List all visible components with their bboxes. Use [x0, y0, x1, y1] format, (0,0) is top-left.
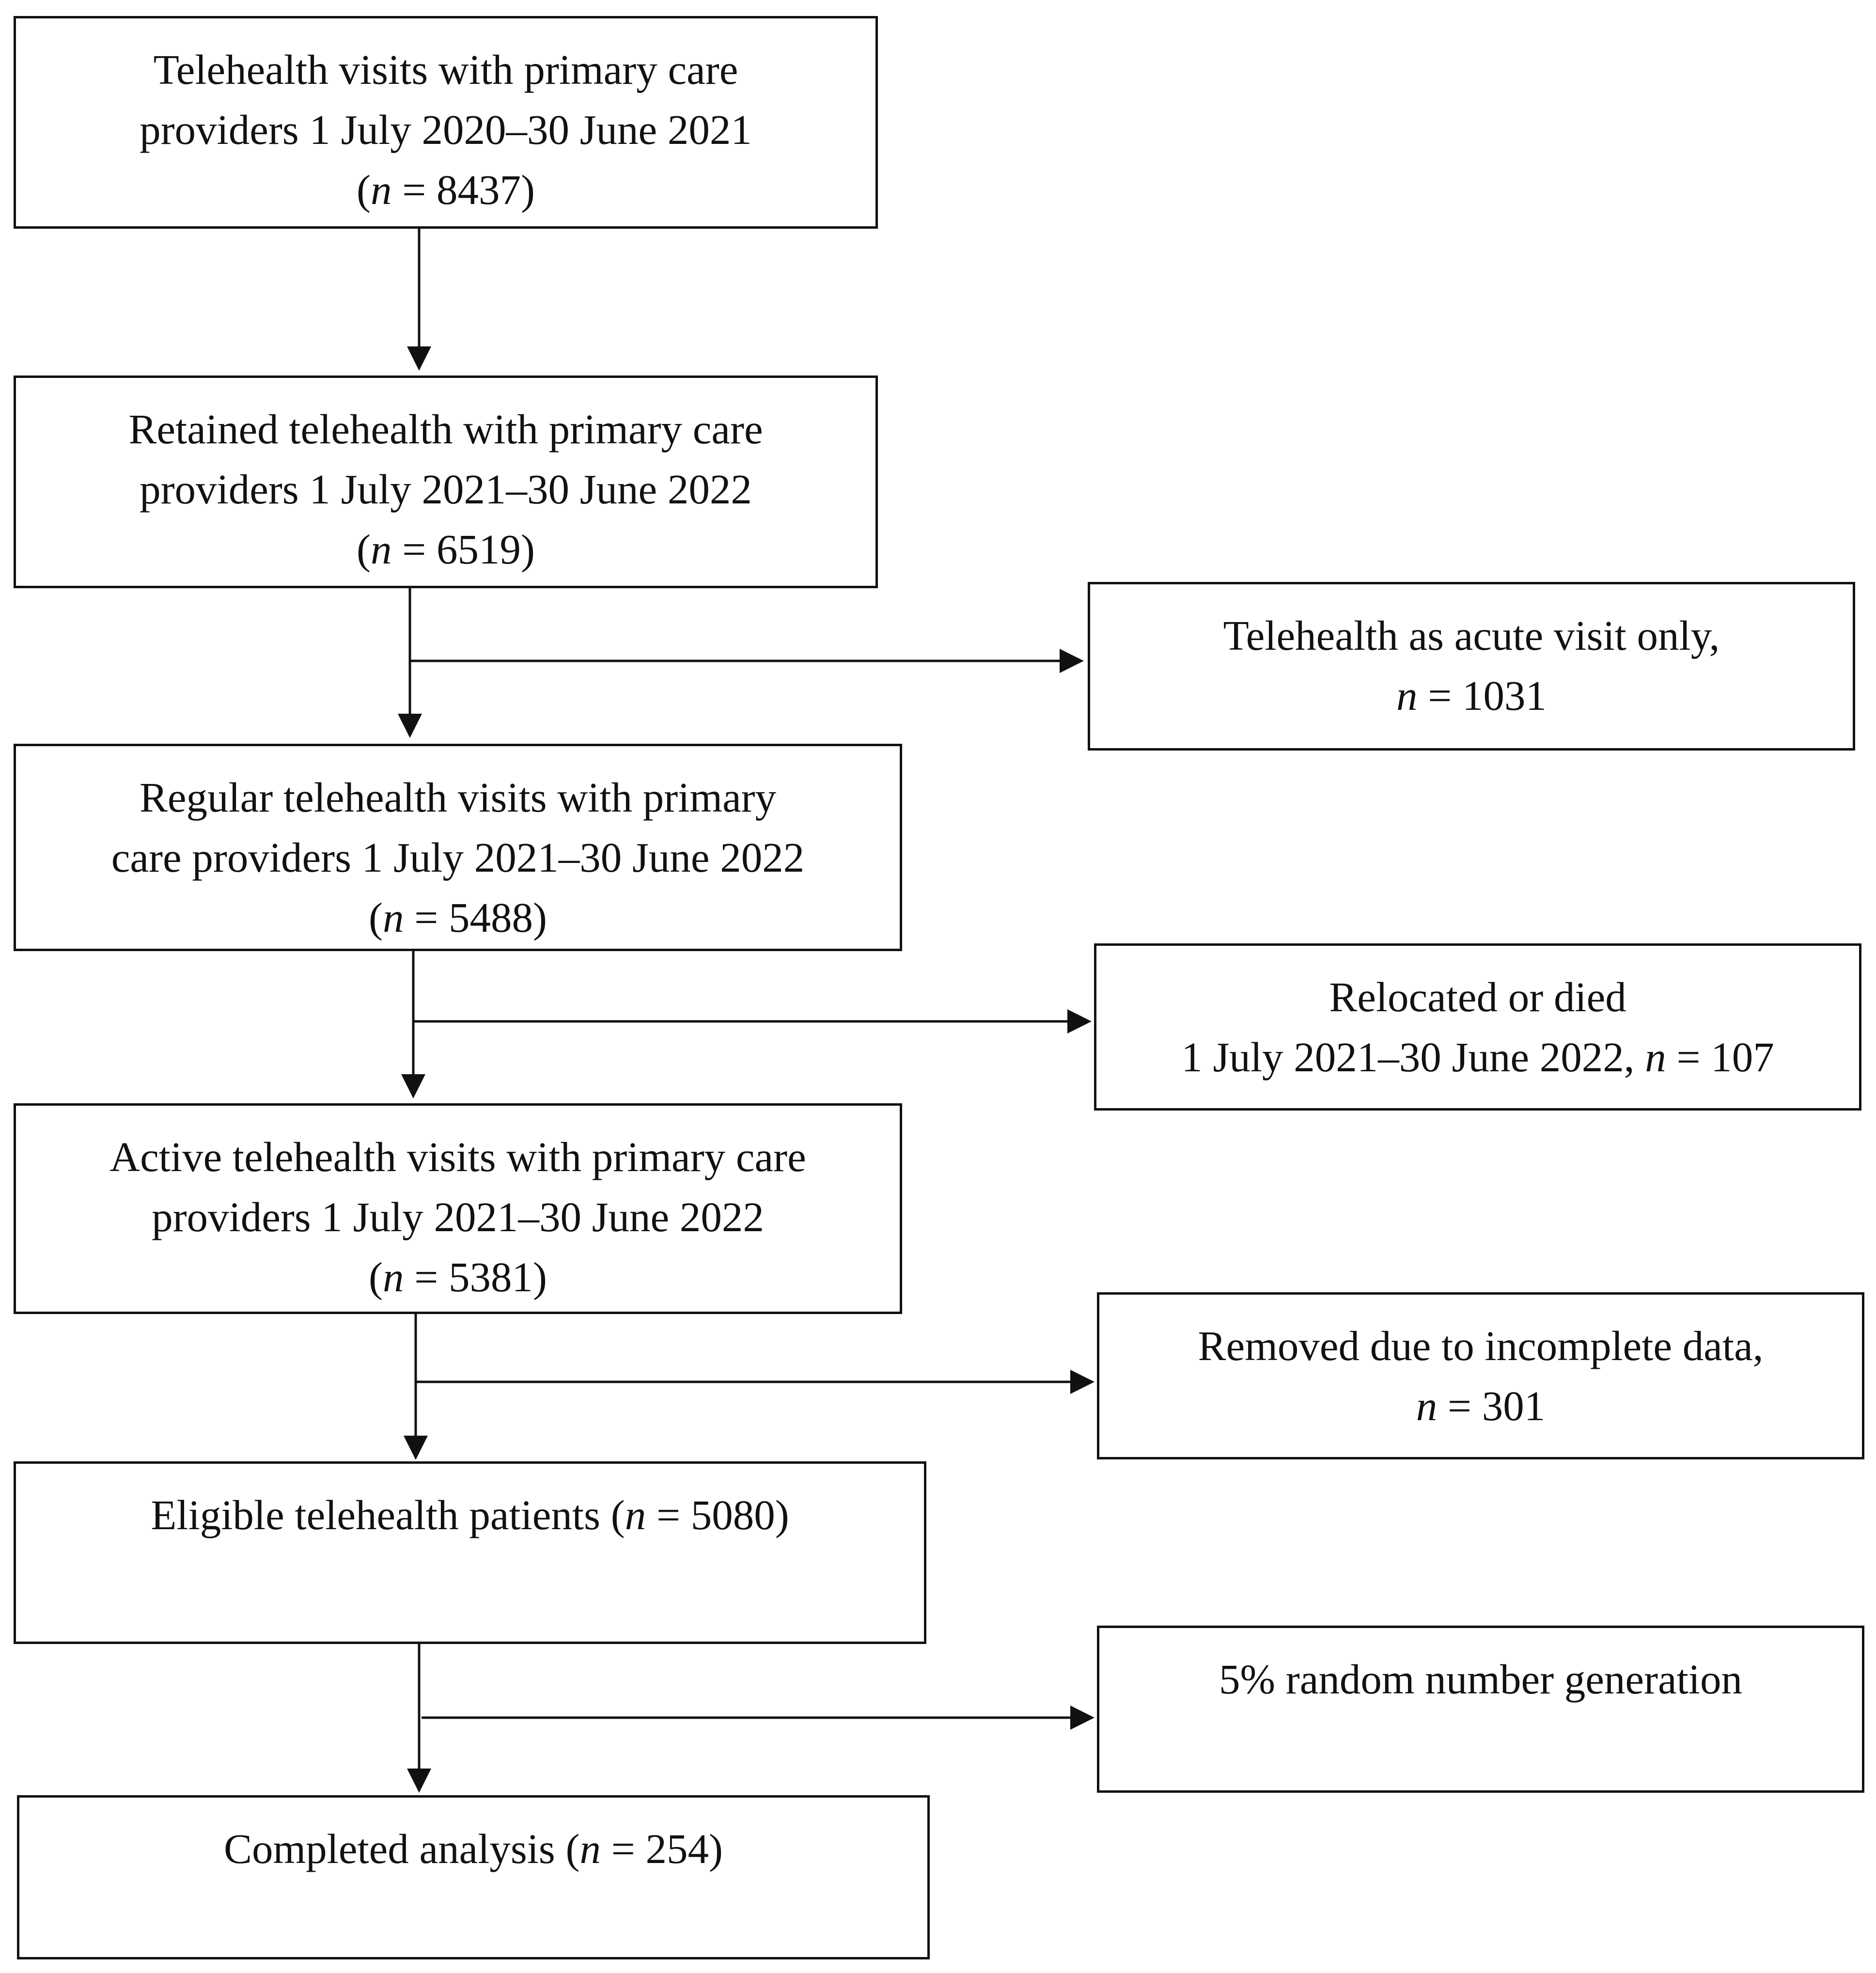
box-line: Telehealth as acute visit only,	[1223, 612, 1720, 659]
count-value: = 5080)	[646, 1491, 789, 1538]
paren-open: (	[368, 1253, 383, 1300]
count-value: = 1031	[1417, 672, 1547, 719]
side-box-relocated-died: Relocated or died 1 July 2021–30 June 20…	[1094, 943, 1861, 1111]
n-symbol: n	[1645, 1033, 1666, 1080]
n-symbol: n	[370, 166, 392, 213]
n-symbol: n	[1396, 672, 1418, 719]
box-line: providers 1 July 2021–30 June 2022	[140, 466, 752, 513]
main-box-retained: Retained telehealth with primary care pr…	[14, 376, 878, 588]
count-value: = 301	[1437, 1382, 1546, 1429]
box-line: Regular telehealth visits with primary	[139, 774, 777, 821]
paren-open: (	[368, 894, 383, 941]
box-count-line: (n = 5488)	[16, 888, 900, 948]
box-line: Active telehealth visits with primary ca…	[109, 1133, 806, 1180]
main-box-eligible: Eligible telehealth patients (n = 5080)	[14, 1461, 926, 1644]
box-line: Telehealth visits with primary care	[153, 46, 738, 93]
side-box-random-sampling: 5% random number generation	[1097, 1626, 1864, 1793]
n-symbol: n	[579, 1825, 601, 1872]
main-box-active: Active telehealth visits with primary ca…	[14, 1103, 902, 1314]
box-count-line: (n = 5381)	[16, 1247, 900, 1307]
main-box-regular: Regular telehealth visits with primary c…	[14, 744, 902, 951]
box-line: Removed due to incomplete data,	[1198, 1322, 1764, 1369]
text-before: Eligible telehealth patients (	[151, 1491, 625, 1538]
side-box-incomplete-data: Removed due to incomplete data, n = 301	[1097, 1292, 1864, 1459]
box-count-line: 1 July 2021–30 June 2022, n = 107	[1096, 1027, 1859, 1087]
count-value: = 254)	[600, 1825, 723, 1872]
count-value: = 107	[1666, 1033, 1774, 1080]
box-count-line: n = 1031	[1090, 666, 1853, 726]
box-line: 5% random number generation	[1219, 1656, 1742, 1703]
n-symbol: n	[625, 1491, 646, 1538]
box-count-line: n = 301	[1099, 1376, 1862, 1436]
side-box-acute-only: Telehealth as acute visit only, n = 1031	[1088, 582, 1855, 751]
n-symbol: n	[1416, 1382, 1438, 1429]
main-box-completed: Completed analysis (n = 254)	[17, 1795, 930, 1959]
count-value: = 5488)	[404, 894, 547, 941]
n-symbol: n	[382, 1253, 404, 1300]
text-before: Completed analysis (	[223, 1825, 580, 1872]
box-line: Relocated or died	[1329, 973, 1626, 1020]
count-value: = 8437)	[391, 166, 535, 213]
box-line: providers 1 July 2021–30 June 2022	[152, 1193, 764, 1240]
box-count-line: (n = 6519)	[16, 519, 875, 579]
paren-open: (	[356, 166, 371, 213]
paren-open: (	[356, 526, 371, 573]
count-value: = 5381)	[404, 1253, 547, 1300]
box-line: care providers 1 July 2021–30 June 2022	[111, 834, 805, 881]
box-line: Completed analysis (n = 254)	[19, 1819, 927, 1879]
box-line: providers 1 July 2020–30 June 2021	[140, 106, 752, 153]
box-count-line: (n = 8437)	[16, 160, 875, 220]
n-symbol: n	[370, 526, 392, 573]
text-before: 1 July 2021–30 June 2022,	[1181, 1033, 1645, 1080]
count-value: = 6519)	[391, 526, 535, 573]
main-box-initial-visits: Telehealth visits with primary care prov…	[14, 16, 878, 229]
box-line: Retained telehealth with primary care	[128, 406, 763, 453]
box-line: Eligible telehealth patients (n = 5080)	[16, 1485, 924, 1545]
n-symbol: n	[382, 894, 404, 941]
